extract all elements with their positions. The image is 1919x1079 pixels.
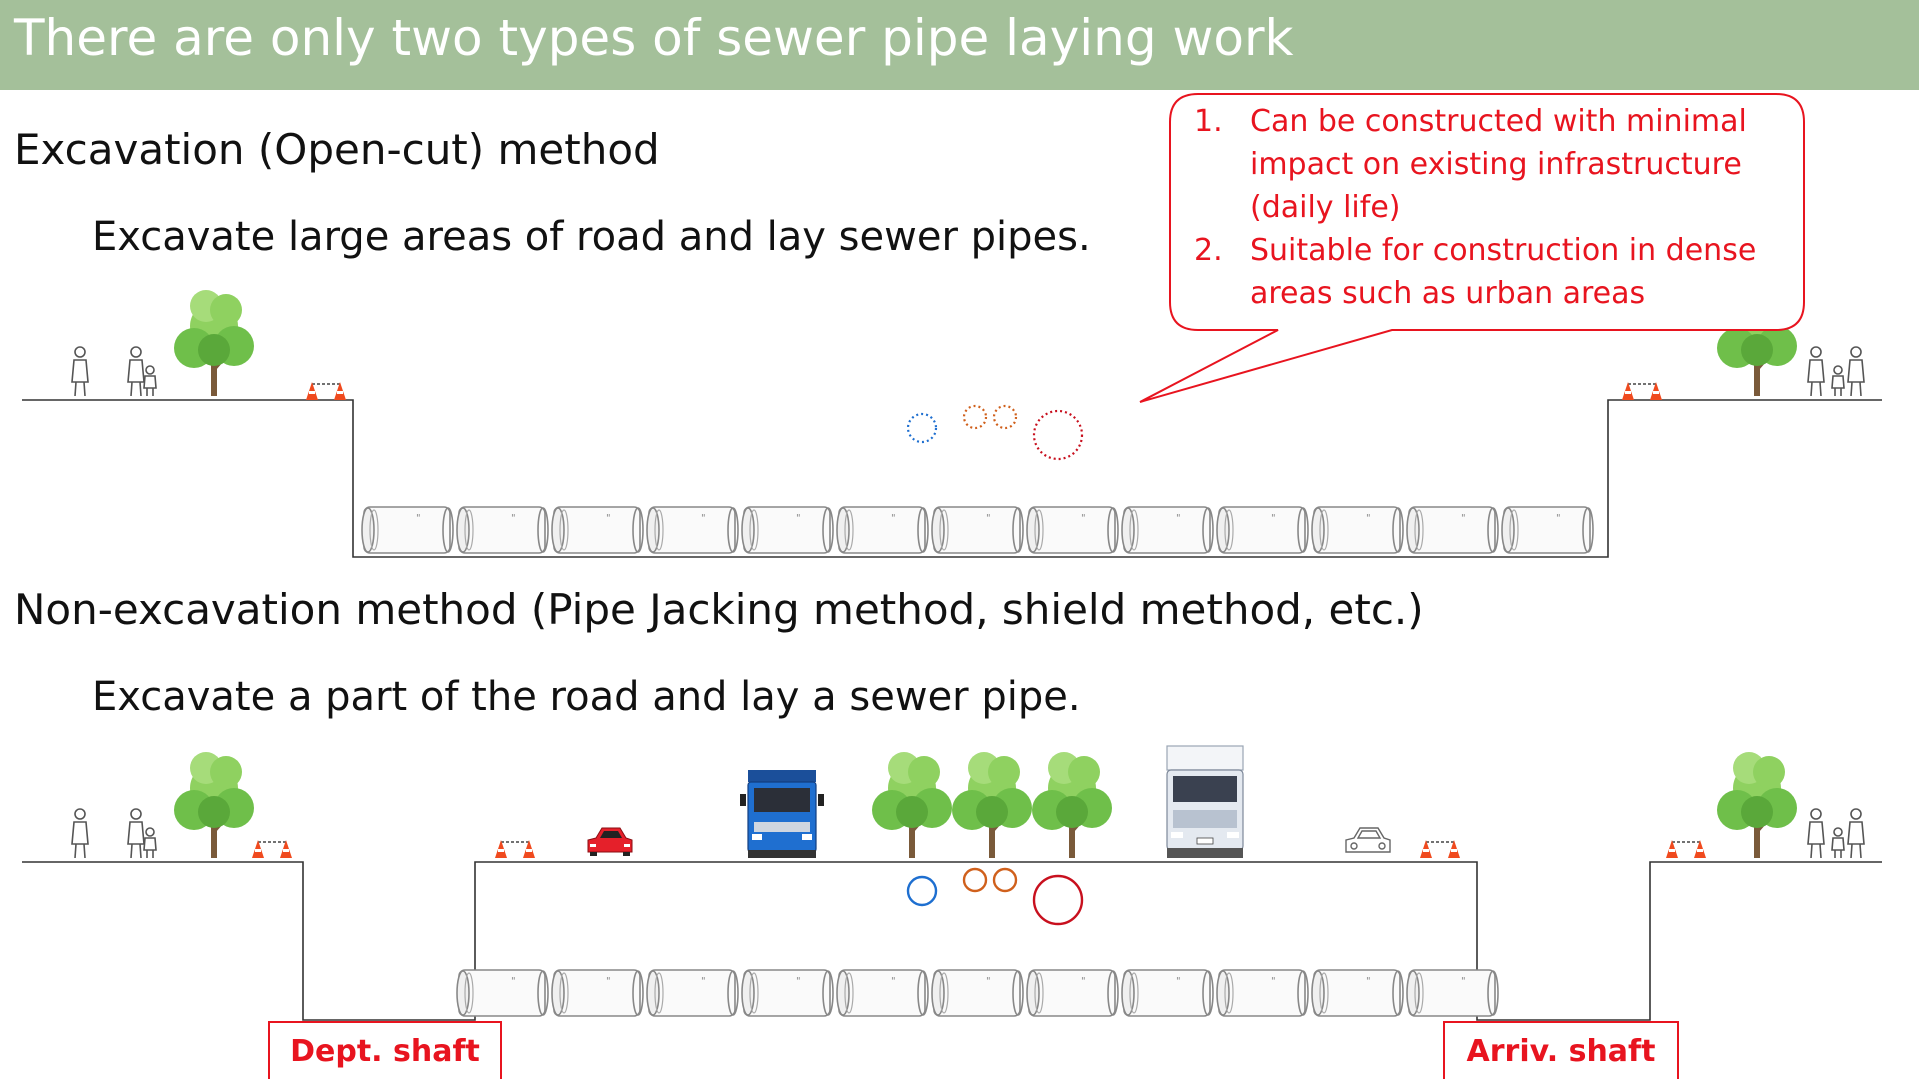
callout-bubble <box>1139 93 1805 403</box>
tree-icon <box>172 750 256 860</box>
non-excavation-ground-profile <box>22 861 1882 1021</box>
family-icon <box>1807 346 1865 397</box>
pipe-segment-icon <box>1121 506 1214 554</box>
tree-icon <box>1030 750 1114 860</box>
open-cut-sewer-pipe <box>361 506 1594 554</box>
utility-pipe-icon <box>906 867 1084 926</box>
callout-item-number: 1. <box>1194 104 1223 139</box>
pipe-segment-icon <box>1026 969 1119 1017</box>
car-icon <box>1345 827 1391 853</box>
pipe-segment-icon <box>836 969 929 1017</box>
open-cut-heading: Excavation (Open-cut) method <box>14 125 660 174</box>
tree-icon <box>950 750 1034 860</box>
traffic-cone-icon <box>251 839 293 859</box>
family-icon <box>127 346 157 397</box>
pipe-segment-icon <box>836 506 929 554</box>
pipe-segment-icon <box>1121 969 1214 1017</box>
tree-icon <box>172 288 256 398</box>
pipe-segment-icon <box>646 506 739 554</box>
non-excavation-description: Excavate a part of the road and lay a se… <box>92 674 1081 720</box>
pipe-segment-icon <box>1026 506 1119 554</box>
pipe-segment-icon <box>456 969 549 1017</box>
pedestrian-icon <box>71 808 89 859</box>
non-excavation-heading: Non-excavation method (Pipe Jacking meth… <box>14 585 1424 634</box>
pipe-segment-icon <box>551 969 644 1017</box>
pipe-segment-icon <box>646 969 739 1017</box>
title-bar: There are only two types of sewer pipe l… <box>0 0 1919 90</box>
callout-item-text: Can be constructed with minimal impact o… <box>1250 104 1747 225</box>
traffic-cone-icon <box>1665 839 1707 859</box>
utility-pipe-icon <box>906 404 1084 461</box>
pipe-segment-icon <box>551 506 644 554</box>
pipe-segment-icon <box>741 506 834 554</box>
pipe-segment-icon <box>1216 969 1309 1017</box>
pipe-segment-icon <box>931 506 1024 554</box>
traffic-cone-icon <box>1621 381 1663 401</box>
truck-icon <box>1166 745 1244 859</box>
traffic-cone-icon <box>1419 839 1461 859</box>
departure-shaft-label: Dept. shaft <box>268 1021 502 1079</box>
tree-icon <box>870 750 954 860</box>
pipe-segment-icon <box>1406 506 1499 554</box>
pipe-segment-icon <box>456 506 549 554</box>
slide-title: There are only two types of sewer pipe l… <box>14 9 1294 67</box>
truck-icon <box>739 769 825 859</box>
arrival-shaft-label: Arriv. shaft <box>1443 1021 1679 1079</box>
open-cut-description: Excavate large areas of road and lay sew… <box>92 214 1091 260</box>
family-icon <box>127 808 157 859</box>
callout-item: 2. Suitable for construction in dense ar… <box>1190 229 1790 315</box>
car-icon <box>587 827 633 857</box>
tree-icon <box>1715 750 1799 860</box>
pipe-segment-icon <box>931 969 1024 1017</box>
pipe-segment-icon <box>361 506 454 554</box>
callout-list: 1. Can be constructed with minimal impac… <box>1190 100 1790 315</box>
pipe-segment-icon <box>1406 969 1499 1017</box>
pipe-segment-icon <box>1216 506 1309 554</box>
callout-item-text: Suitable for construction in dense areas… <box>1250 233 1757 311</box>
callout-item: 1. Can be constructed with minimal impac… <box>1190 100 1790 229</box>
pedestrian-icon <box>71 346 89 397</box>
jacking-sewer-pipe <box>456 969 1499 1017</box>
pipe-segment-icon <box>741 969 834 1017</box>
family-icon <box>1807 808 1865 859</box>
traffic-cone-icon <box>305 381 347 401</box>
callout-item-number: 2. <box>1194 233 1223 268</box>
pipe-segment-icon <box>1501 506 1594 554</box>
pipe-segment-icon <box>1311 506 1404 554</box>
pipe-segment-icon <box>1311 969 1404 1017</box>
traffic-cone-icon <box>494 839 536 859</box>
